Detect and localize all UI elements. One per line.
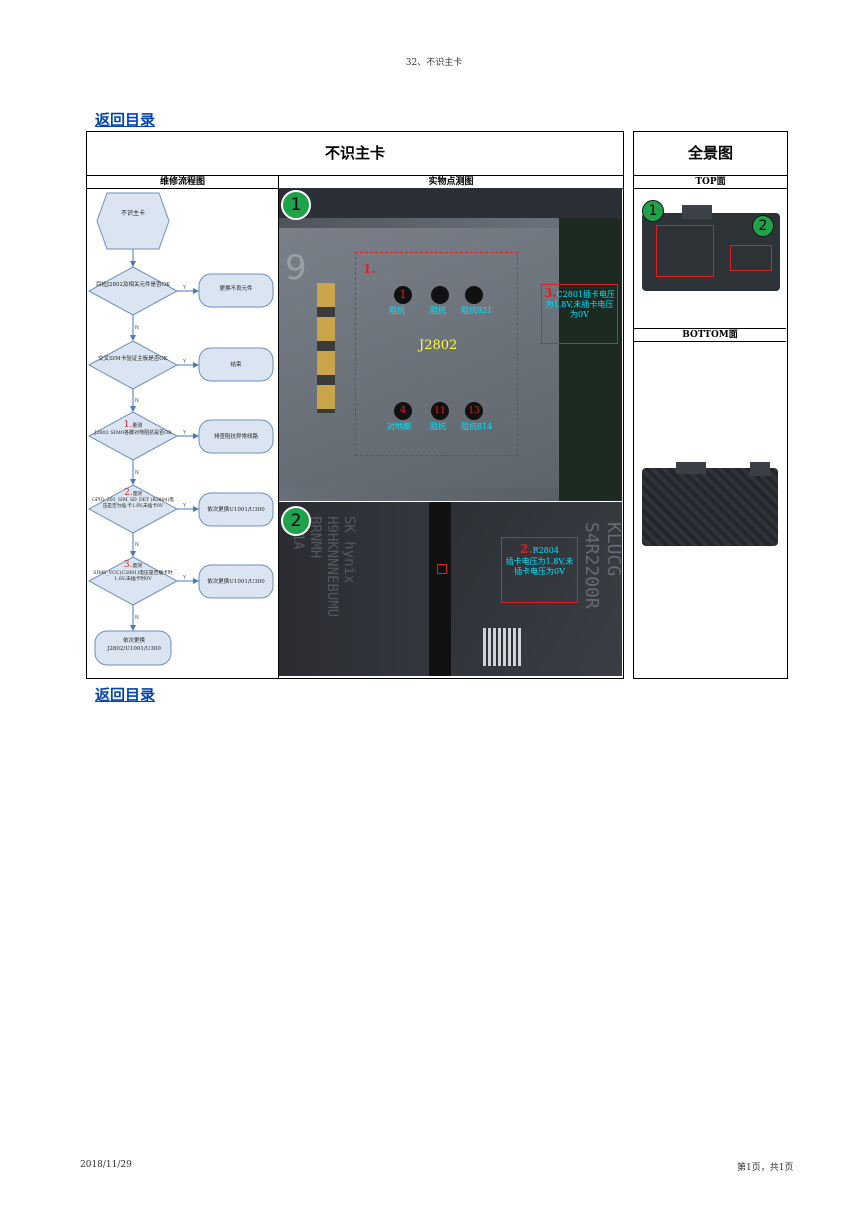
main-title: 不识主卡 bbox=[87, 132, 623, 176]
chip-marking-right: KLUCG S4R2200R bbox=[581, 522, 622, 609]
col-points-header: 实物点测图 bbox=[428, 177, 474, 187]
pin-4-marker: 4 bbox=[394, 402, 412, 420]
flow-action4-label: 依次更换U1001/U300 bbox=[207, 507, 265, 513]
pin-bottom-label-2: 阻抗 bbox=[430, 422, 446, 431]
pin-3-marker bbox=[465, 286, 483, 304]
top-zone-1-box bbox=[656, 225, 714, 277]
flow-step2-label: 交叉SIM卡验证主板是否OK bbox=[98, 356, 168, 362]
c2801-note: 3.C2801插卡电压为1.8V,未插卡电压为0V bbox=[541, 284, 618, 344]
flow-start-label: 不识主卡 bbox=[120, 210, 145, 217]
pin-11-marker: 11 bbox=[431, 402, 449, 420]
pin-top-label-1: 阻抗 bbox=[389, 306, 405, 315]
pin-13-marker: 13 bbox=[465, 402, 483, 420]
flow-step3-label: 1.量测 J2802 SIM0各脚对地阻抗是否OK bbox=[94, 420, 172, 436]
overview-badge-1: 1 bbox=[642, 200, 664, 222]
bottom-side-label: BOTTOM面 bbox=[634, 329, 786, 342]
pin-1-marker: 1 bbox=[394, 286, 412, 304]
flow-no-5: N bbox=[135, 615, 139, 621]
flow-action5-label: 依次更换U1001/U300 bbox=[207, 579, 265, 585]
r2804-marker bbox=[437, 564, 447, 574]
pin-top-label-3: 阻抗821 bbox=[461, 306, 493, 315]
connector-label: J2802 bbox=[419, 338, 458, 353]
flow-action-2 bbox=[198, 347, 274, 382]
flow-end-node bbox=[94, 630, 172, 666]
pin-2-marker bbox=[431, 286, 449, 304]
top-side-label: TOP面 bbox=[634, 176, 787, 189]
page-header: 32、不识主卡 bbox=[405, 58, 463, 68]
j2802-box-number: 1. bbox=[363, 262, 376, 276]
flow-action-3 bbox=[198, 419, 274, 454]
overview-table: 全景图 TOP面 BOTTOM面 bbox=[633, 131, 788, 679]
flow-action3-label: 排查阻抗异常线路 bbox=[213, 434, 258, 440]
flow-action-5 bbox=[198, 564, 274, 599]
flow-no-2: N bbox=[135, 398, 139, 404]
footer-date: 2018/11/29 bbox=[80, 1160, 132, 1170]
pin-bottom-label-1: 对地脚 bbox=[387, 422, 411, 431]
flow-step1-label: 目检J2802及相关元件是否OK bbox=[95, 282, 171, 288]
overview-badge-2: 2 bbox=[752, 215, 774, 237]
flow-action-4 bbox=[198, 492, 274, 527]
overview-title: 全景图 bbox=[634, 132, 787, 176]
flow-action-1 bbox=[198, 273, 274, 308]
flow-yes-1: Y bbox=[182, 285, 187, 291]
flow-no-1: N bbox=[135, 325, 139, 331]
flow-action1-label: 更换不良元件 bbox=[219, 286, 253, 292]
flow-decision-2 bbox=[87, 340, 179, 390]
flow-no-4: N bbox=[135, 542, 139, 548]
flow-step5-label: 3.量测 SIM0_VCC(C2801)电压是否插卡时1.8V,未插卡时0V bbox=[93, 560, 173, 583]
bottom-board-image bbox=[642, 462, 778, 548]
measurement-photo-top: 9 1 1. J2802 1 阻抗 阻抗 阻抗821 4 11 13 对地脚 阻… bbox=[279, 188, 622, 501]
col-flow-header: 维修流程图 bbox=[87, 176, 279, 188]
flow-action2-label: 结束 bbox=[230, 362, 242, 368]
top-board-image: 1 2 bbox=[642, 200, 780, 295]
flow-start-node bbox=[96, 192, 170, 250]
flow-decision-1 bbox=[87, 266, 179, 316]
j2802-highlight-box bbox=[355, 252, 518, 456]
flow-end-label: 依次更换J2802/U1001/U300 bbox=[107, 638, 161, 652]
flow-yes-4: Y bbox=[182, 503, 187, 509]
r2804-note: 2.R2804 插卡电压为1.8V,未插卡电压为0V bbox=[501, 537, 578, 603]
back-to-contents-link-bottom[interactable]: 返回目录 bbox=[95, 686, 156, 704]
top-zone-2-box bbox=[730, 245, 772, 271]
photo1-digit: 9 bbox=[285, 248, 307, 288]
flow-decision-3 bbox=[87, 411, 179, 461]
flow-yes-5: Y bbox=[182, 575, 187, 581]
photo2-badge: 2 bbox=[281, 506, 311, 536]
measurement-photo-bottom: SK hynix H9HKNNNEBUMU BRNMH 641A KLUCG S… bbox=[279, 502, 622, 676]
repair-flowchart: Y Y Y Y Y N N N N N bbox=[87, 192, 274, 666]
photo1-badge: 1 bbox=[281, 190, 311, 220]
flow-yes-3: Y bbox=[182, 430, 187, 436]
back-to-contents-link-top[interactable]: 返回目录 bbox=[95, 111, 156, 129]
flow-yes-2: Y bbox=[182, 359, 187, 365]
flow-no-3: N bbox=[135, 470, 139, 476]
footer-page-number: 第1页，共1页 bbox=[737, 1163, 794, 1173]
flow-step4-label: 2.量测 GPIO_203_SIM_SD_DET (R2804)电压是否为插,卡… bbox=[92, 488, 174, 510]
pin-bottom-label-3: 阻抗814 bbox=[461, 422, 493, 431]
pin-top-label-2: 阻抗 bbox=[430, 306, 446, 315]
